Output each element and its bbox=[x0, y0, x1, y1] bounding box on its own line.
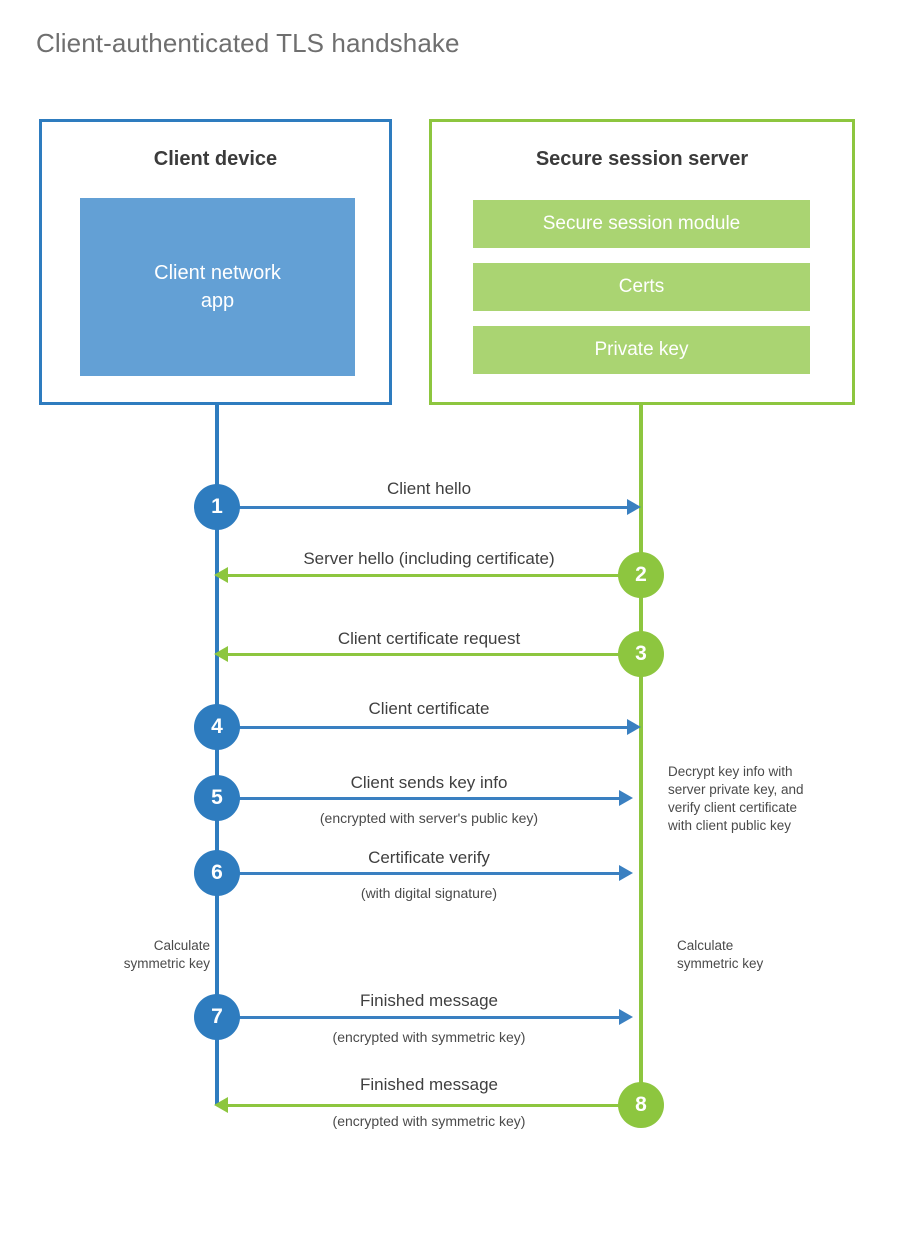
step-6-sublabel: (with digital signature) bbox=[360, 885, 498, 901]
step-2-label: Server hello (including certificate) bbox=[303, 549, 555, 568]
step-3-label: Client certificate request bbox=[337, 629, 521, 648]
note-client-calculate-symmetric-key: Calculate symmetric key bbox=[123, 938, 210, 971]
step-marker-6[interactable]: 6 bbox=[194, 850, 240, 896]
step-marker-2[interactable]: 2 bbox=[618, 552, 664, 598]
client-device-title: Client device bbox=[153, 148, 278, 170]
step-5-arrow-head-icon bbox=[619, 790, 633, 806]
step-marker-1[interactable]: 1 bbox=[194, 484, 240, 530]
step-marker-7[interactable]: 7 bbox=[194, 994, 240, 1040]
step-6-arrow-head-icon bbox=[619, 865, 633, 881]
step-2-arrow-line bbox=[228, 574, 629, 577]
server-component-secure-session-module: Secure session module bbox=[473, 200, 810, 248]
secure-session-server-title: Secure session server bbox=[535, 148, 749, 170]
step-8-label: Finished message bbox=[360, 1075, 498, 1094]
step-4-arrow-line bbox=[217, 726, 629, 729]
step-5-label: Client sends key info bbox=[350, 773, 508, 792]
server-component-certs: Certs bbox=[473, 263, 810, 311]
step-marker-5[interactable]: 5 bbox=[194, 775, 240, 821]
client-device-box: Client device Client network app bbox=[39, 119, 392, 405]
step-3-arrow-head-icon bbox=[214, 646, 228, 662]
step-1-arrow-line bbox=[217, 506, 629, 509]
step-7-sublabel: (encrypted with symmetric key) bbox=[332, 1029, 526, 1045]
step-5-arrow-line bbox=[217, 797, 621, 800]
step-6-label: Certificate verify bbox=[368, 848, 490, 867]
step-4-arrow-head-icon bbox=[627, 719, 641, 735]
step-marker-4[interactable]: 4 bbox=[194, 704, 240, 750]
step-5-sublabel: (encrypted with server's public key) bbox=[319, 810, 539, 826]
step-1-label: Client hello bbox=[386, 479, 472, 498]
step-2-arrow-head-icon bbox=[214, 567, 228, 583]
step-7-label: Finished message bbox=[360, 991, 498, 1010]
step-3-arrow-line bbox=[228, 653, 629, 656]
page-title: Client-authenticated TLS handshake bbox=[36, 28, 460, 58]
server-component-private-key: Private key bbox=[473, 326, 810, 374]
step-marker-3[interactable]: 3 bbox=[618, 631, 664, 677]
step-1-arrow-head-icon bbox=[627, 499, 641, 515]
note-server-calculate-symmetric-key: Calculate symmetric key bbox=[677, 938, 764, 971]
step-8-sublabel: (encrypted with symmetric key) bbox=[332, 1113, 526, 1129]
step-8-arrow-head-icon bbox=[214, 1097, 228, 1113]
server-lifeline bbox=[639, 405, 643, 1105]
client-network-app-block: Client network app bbox=[80, 198, 355, 376]
step-7-arrow-line bbox=[217, 1016, 621, 1019]
step-4-label: Client certificate bbox=[368, 699, 490, 718]
client-lifeline bbox=[215, 405, 219, 1105]
step-8-arrow-line bbox=[228, 1104, 629, 1107]
note-server-decrypt: Decrypt key info with server private key… bbox=[668, 764, 804, 833]
step-7-arrow-head-icon bbox=[619, 1009, 633, 1025]
step-marker-8[interactable]: 8 bbox=[618, 1082, 664, 1128]
step-6-arrow-line bbox=[217, 872, 621, 875]
secure-session-server-box: Secure session server Secure session mod… bbox=[429, 119, 855, 405]
